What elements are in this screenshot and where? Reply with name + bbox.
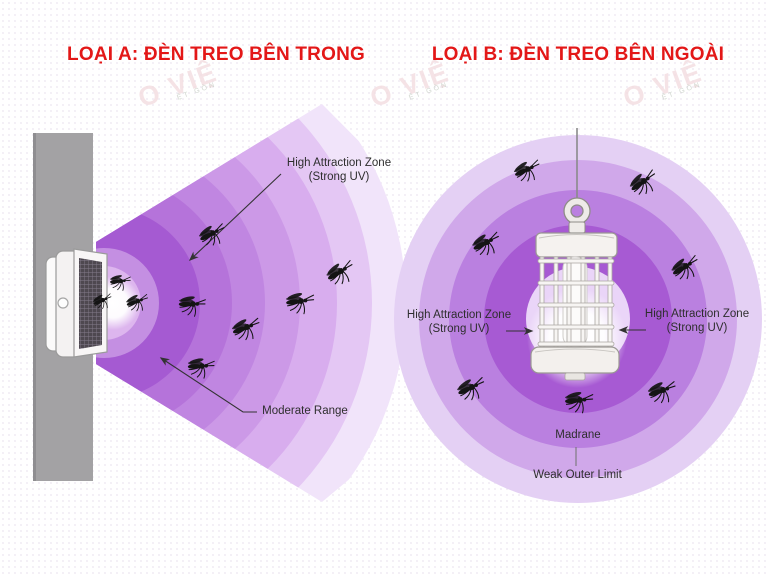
hanging-zapper-lamp [530,128,620,381]
label-line: (Strong UV) [666,321,728,334]
wall-mounted-zapper [45,248,108,358]
label-weak-outer-limit: Weak Outer Limit [533,469,622,481]
label-madrane: Madrane [555,429,601,441]
label-high-attraction-zone-a: High Attraction Zone (Strong UV) [272,157,406,184]
leader-lines-b [506,326,646,466]
title-type-a: LOẠI A: ĐÈN TREO BÊN TRONG [67,44,365,65]
lamp-cage [537,256,615,350]
label-line: High Attraction Zone [286,157,392,169]
leader-lines-a [159,173,282,413]
label-line: High Attraction Zone [406,309,512,321]
lamp-top-cap-edge [538,234,615,239]
title-type-b: LOẠI B: ĐÈN TREO BÊN NGOÀI [431,44,725,65]
lamp-bottom-cap-edge [534,348,616,353]
label-high-attraction-zone-b-right: High Attraction Zone (Strong UV) [636,308,758,335]
zapper-button [57,297,69,309]
zapper-mesh-grid [79,258,102,349]
label-moderate-range: Moderate Range [262,405,348,417]
high-attraction-leader-a [188,173,282,261]
label-high-attraction-zone-b-left: High Attraction Zone (Strong UV) [398,309,520,336]
lamp-bottom-nub [564,372,586,381]
label-line: (Strong UV) [308,170,370,183]
lamp-neck [568,221,586,234]
moderate-range-leader [159,357,257,413]
label-line: High Attraction Zone [644,308,750,320]
hanging-ring-hole [570,204,584,218]
label-line: (Strong UV) [428,322,490,335]
